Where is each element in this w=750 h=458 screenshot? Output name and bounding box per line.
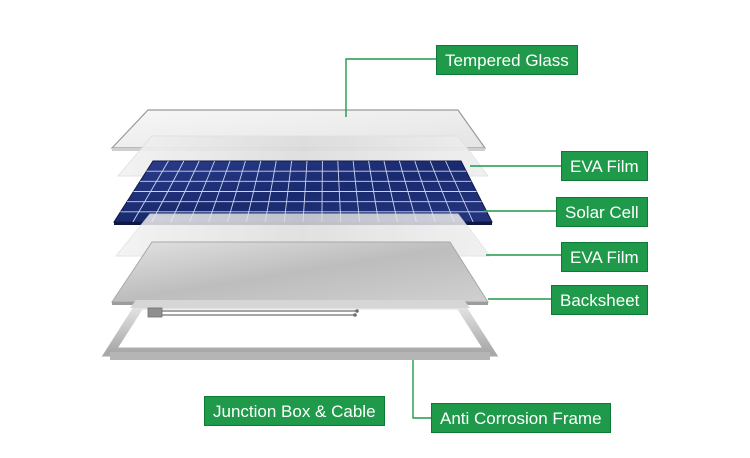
backsheet-layer	[111, 241, 489, 305]
junction-box-cable	[147, 307, 359, 318]
label-anti-corrosion-frame: Anti Corrosion Frame	[431, 403, 611, 433]
solar-cell-grid	[120, 160, 487, 223]
label-junction-box-cable: Junction Box & Cable	[204, 396, 385, 426]
frame-layer	[101, 300, 499, 360]
solar-cell-layer	[113, 160, 493, 225]
label-backsheet: Backsheet	[551, 285, 649, 315]
label-tempered-glass: Tempered Glass	[436, 45, 578, 75]
leader-line-frame	[412, 360, 431, 419]
label-eva-film-bottom: EVA Film	[561, 242, 648, 272]
label-solar-cell: Solar Cell	[556, 197, 648, 227]
leader-lines	[345, 58, 561, 419]
leader-line-tempered-glass	[345, 58, 436, 117]
label-eva-film-top: EVA Film	[561, 151, 648, 181]
